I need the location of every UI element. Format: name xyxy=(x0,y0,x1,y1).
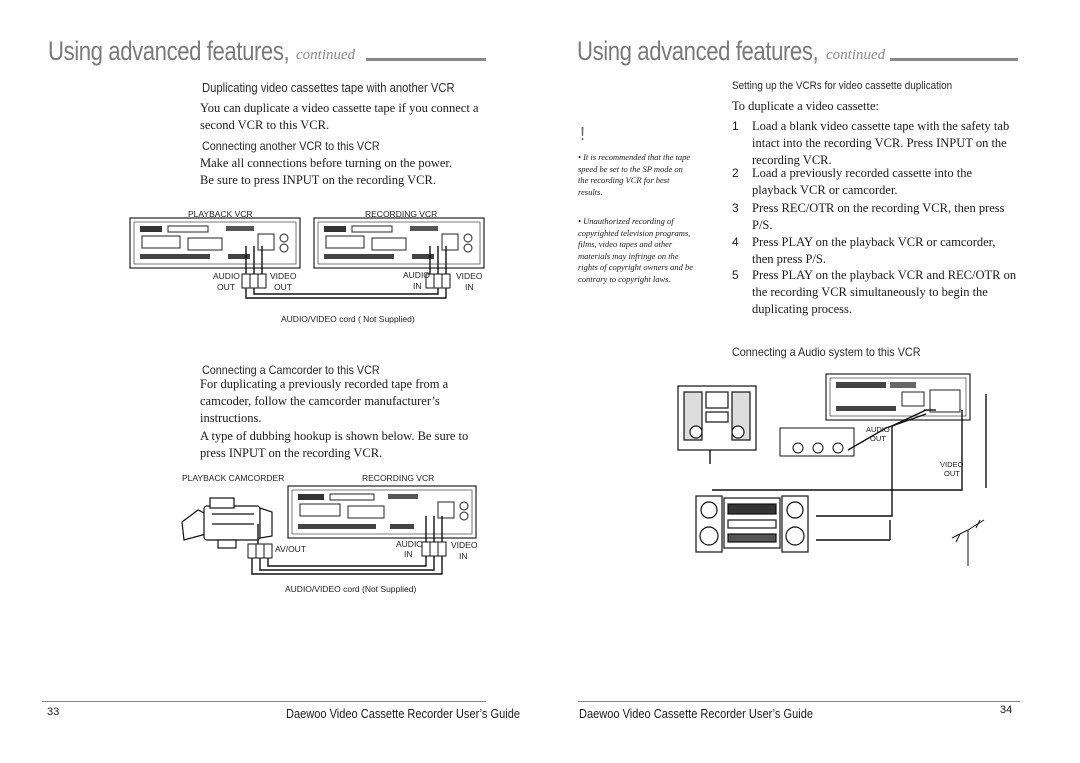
note-tape-speed: • It is recommended that the tape speed … xyxy=(578,152,691,197)
intro-text: You can duplicate a video cassette tape … xyxy=(200,101,479,132)
vcr-instruction-2: Be sure to press INPUT on the recording … xyxy=(200,173,436,187)
camcorder-illustration xyxy=(181,497,273,549)
av-cord-2 xyxy=(251,516,443,575)
subheading-vcr: Connecting another VCR to this VCR xyxy=(202,139,380,153)
footer-left: Daewoo Video Cassette Recorder User’s Gu… xyxy=(286,706,521,721)
page-number-left: 33 xyxy=(47,706,60,718)
continued-label-right: continued xyxy=(826,47,886,63)
audio-system-diagram xyxy=(677,373,987,566)
step-number: 1 xyxy=(732,119,739,133)
step-text: Load a previously recorded cassette into… xyxy=(752,166,973,197)
page-number-right: 34 xyxy=(1000,704,1013,716)
audio-cords xyxy=(709,394,987,541)
video-out-label-2: OUT xyxy=(274,282,292,292)
step-number: 5 xyxy=(732,268,739,282)
playback-camcorder-label: PLAYBACK CAMCORDER xyxy=(182,473,285,483)
av-cord xyxy=(245,246,447,299)
to-duplicate-label: To duplicate a video cassette: xyxy=(732,99,879,113)
step-list: 1 Load a blank video cassette tape with … xyxy=(732,118,1022,318)
tv-illustration xyxy=(677,385,757,451)
recording-vcr-illustration-2 xyxy=(287,485,477,539)
video-out-label-r: VIDEO xyxy=(940,460,964,469)
video-in-label-4: IN xyxy=(459,551,468,561)
cord-note-1: AUDIO/VIDEO cord ( Not Supplied) xyxy=(281,314,415,324)
step-text: Press REC/OTR on the recording VCR, then… xyxy=(752,201,1005,232)
footer-right: Daewoo Video Cassette Recorder User’s Gu… xyxy=(579,706,814,721)
title-rule-right xyxy=(890,58,1018,61)
playback-vcr-illustration xyxy=(129,217,301,269)
audio-out-label-r: AUDIO xyxy=(866,425,890,434)
audio-out-label-r2: OUT xyxy=(870,434,886,443)
subheading-camcorder: Connecting a Camcorder to this VCR xyxy=(202,363,380,377)
step-text: Press PLAY on the playback VCR and REC/O… xyxy=(752,268,1017,316)
audio-out-label: AUDIO xyxy=(213,271,240,281)
recording-vcr-illustration xyxy=(313,217,485,269)
camcorder-to-vcr-diagram xyxy=(181,485,477,575)
audio-in-label: AUDIO xyxy=(403,270,430,280)
vcr-to-vcr-diagram xyxy=(129,217,485,299)
footer-rule-left xyxy=(42,701,486,702)
continued-label-left: continued xyxy=(296,47,356,63)
note-copyright: • Unauthorized recording of copyrighted … xyxy=(578,216,693,284)
step-number: 3 xyxy=(732,201,739,215)
vcr-instruction-1: Make all connections before turning on t… xyxy=(200,156,453,170)
camcorder-instruction-2: A type of dubbing hookup is shown below.… xyxy=(200,429,469,460)
recording-vcr-label-2: RECORDING VCR xyxy=(362,473,435,483)
subheading-audio-system: Connecting a Audio system to this VCR xyxy=(732,345,921,359)
cord-note-2: AUDIO/VIDEO cord (Not Supplied) xyxy=(285,584,417,594)
warning-mark: ! xyxy=(580,124,586,144)
page-title-right: Using advanced features, xyxy=(577,36,819,66)
audio-in-label-2: IN xyxy=(413,281,422,291)
audio-in-label-4: IN xyxy=(404,549,413,559)
video-out-label: VIDEO xyxy=(270,271,297,281)
video-out-label-r2: OUT xyxy=(944,469,960,478)
vcr-illustration-3 xyxy=(825,373,971,421)
recording-vcr-label: RECORDING VCR xyxy=(365,209,438,219)
step-number: 2 xyxy=(732,166,739,180)
audio-out-label-2: OUT xyxy=(217,282,235,292)
stereo-illustration xyxy=(695,495,809,553)
video-in-label: VIDEO xyxy=(456,271,483,281)
section-title-left: Duplicating video cassettes tape with an… xyxy=(202,81,455,95)
audio-in-label-3: AUDIO xyxy=(396,539,423,549)
playback-vcr-label: PLAYBACK VCR xyxy=(188,209,253,219)
footer-rule-right xyxy=(578,701,1020,702)
audio-input-panel xyxy=(779,427,855,457)
antenna-icon xyxy=(951,519,985,566)
step-text: Press PLAY on the playback VCR or camcor… xyxy=(752,235,996,266)
step-text: Load a blank video cassette tape with th… xyxy=(752,119,1010,167)
av-out-label: AV/OUT xyxy=(275,544,307,554)
video-in-label-3: VIDEO xyxy=(451,540,478,550)
page-title-left: Using advanced features, xyxy=(48,36,290,66)
video-in-label-2: IN xyxy=(465,282,474,292)
camcorder-instruction-1: For duplicating a previously recorded ta… xyxy=(200,377,449,425)
step-number: 4 xyxy=(732,235,739,249)
section-title-right: Setting up the VCRs for video cassette d… xyxy=(732,80,953,92)
title-rule-left xyxy=(366,58,486,61)
